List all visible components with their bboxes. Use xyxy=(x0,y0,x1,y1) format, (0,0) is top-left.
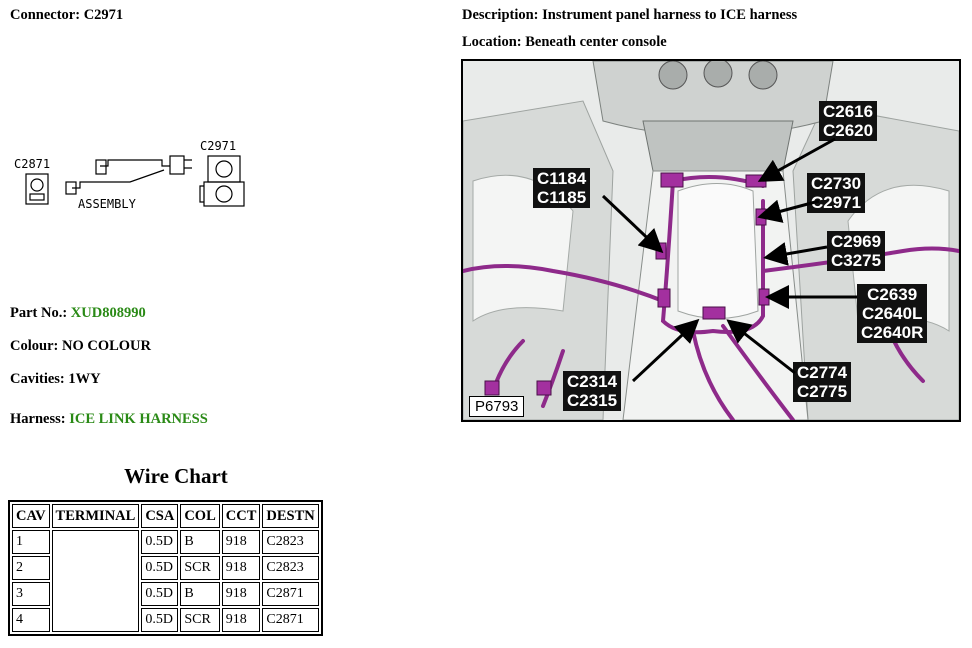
cavities-line: Cavities: 1WY xyxy=(10,371,101,388)
cell-col: B xyxy=(180,530,220,554)
cell-destn: C2871 xyxy=(262,608,319,632)
col-cav-header: CAV xyxy=(12,504,50,528)
cell-csa: 0.5D xyxy=(141,556,179,580)
table-row: 4 0.5D SCR 918 C2871 xyxy=(12,608,319,632)
cell-cct: 918 xyxy=(221,556,261,580)
drawing-left-connector xyxy=(25,173,49,205)
wire-chart-table: CAV TERMINAL CSA COL CCT DESTN 1 0.5D B … xyxy=(8,500,323,636)
cell-cct: 918 xyxy=(221,608,261,632)
connector-line: Connector: C2971 xyxy=(10,7,123,24)
harness-label: Harness: xyxy=(10,411,66,427)
cell-destn: C2823 xyxy=(262,556,319,580)
assembly-drawing: C2871 C2971 ASSEMBLY xyxy=(14,139,245,211)
table-row: 1 0.5D B 918 C2823 xyxy=(12,530,319,632)
cell-col: B xyxy=(180,582,220,606)
colour-value: NO COLOUR xyxy=(61,338,151,354)
location-line: Location: Beneath center console xyxy=(462,34,667,51)
drawing-left-cavity xyxy=(30,178,44,192)
cell-cav: 3 xyxy=(12,582,50,606)
drawing-right-connector-top xyxy=(207,155,241,183)
part-number-line: Part No.: XUD808990 xyxy=(10,305,146,322)
drawing-wire-upper xyxy=(100,159,170,167)
description-label: Description: xyxy=(462,7,539,23)
cell-cav: 1 xyxy=(12,530,50,554)
cell-terminal xyxy=(51,530,140,632)
cell-cav: 2 xyxy=(12,556,50,580)
col-destn-header: DESTN xyxy=(262,504,319,528)
drawing-right-connector-bottom xyxy=(203,181,245,207)
cell-cct: 918 xyxy=(221,582,261,606)
description-value: Instrument panel harness to ICE harness xyxy=(542,7,798,23)
cell-cav: 4 xyxy=(12,608,50,632)
part-number-link[interactable]: XUD808990 xyxy=(70,305,146,321)
cell-csa: 0.5D xyxy=(141,530,179,554)
col-cct-header: CCT xyxy=(221,504,261,528)
cell-destn: C2871 xyxy=(262,582,319,606)
harness-line: Harness: ICE LINK HARNESS xyxy=(10,411,208,428)
description-line: Description: Instrument panel harness to… xyxy=(462,7,797,24)
cell-cct: 918 xyxy=(221,530,261,554)
connector-label: Connector: xyxy=(10,7,81,23)
location-value: Beneath center console xyxy=(525,34,667,50)
col-csa-header: CSA xyxy=(141,504,179,528)
drawing-caption: ASSEMBLY xyxy=(78,197,137,211)
wire-chart-header-row: CAV TERMINAL CSA COL CCT DESTN xyxy=(12,504,319,528)
cavities-label: Cavities: xyxy=(10,371,65,387)
colour-line: Colour: NO COLOUR xyxy=(10,338,151,355)
cell-destn: C2823 xyxy=(262,530,319,554)
drawing-wire-lower xyxy=(72,169,165,189)
drawing-right-connector-label: C2971 xyxy=(200,139,236,153)
table-row: 3 0.5D B 918 C2871 xyxy=(12,582,319,606)
location-label: Location: xyxy=(462,34,522,50)
cavities-value: 1WY xyxy=(68,371,101,387)
harness-link[interactable]: ICE LINK HARNESS xyxy=(69,411,208,427)
cell-csa: 0.5D xyxy=(141,608,179,632)
cell-col: SCR xyxy=(180,556,220,580)
connector-value: C2971 xyxy=(83,7,124,23)
cell-csa: 0.5D xyxy=(141,582,179,606)
cell-col: SCR xyxy=(180,608,220,632)
wire-chart-title: Wire Chart xyxy=(124,464,228,488)
drawing-left-connector-label: C2871 xyxy=(14,157,50,171)
col-col-header: COL xyxy=(180,504,220,528)
photo-reference: P6793 xyxy=(469,396,525,417)
part-number-label: Part No.: xyxy=(10,305,68,321)
table-row: 2 0.5D SCR 918 C2823 xyxy=(12,556,319,580)
colour-label: Colour: xyxy=(10,338,59,354)
col-terminal-header: TERMINAL xyxy=(51,504,140,528)
callout-arrows xyxy=(601,137,857,383)
